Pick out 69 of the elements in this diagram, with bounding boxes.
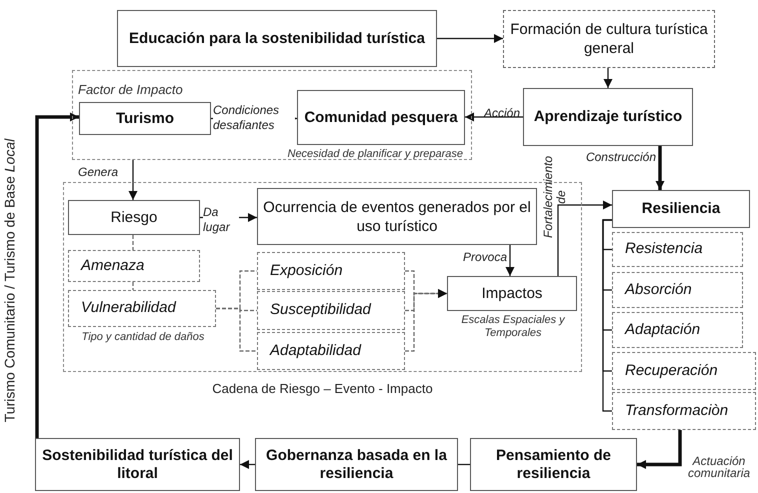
connector-line xyxy=(132,282,134,290)
arrow xyxy=(604,68,612,88)
process-box xyxy=(612,312,743,348)
process-box xyxy=(257,188,537,245)
box-label: Aprendizaje turístico xyxy=(534,108,682,126)
arrow xyxy=(557,200,612,276)
box-label: Susceptibilidad xyxy=(269,300,372,320)
process-box xyxy=(257,291,405,330)
process-box xyxy=(503,10,715,68)
arrow xyxy=(35,112,79,438)
connector-line xyxy=(458,464,470,466)
box-label: Recuperación xyxy=(624,360,719,381)
box-label: Amenaza xyxy=(79,256,146,276)
box-label: Gobernanza basada en la resiliencia xyxy=(265,446,448,482)
edge-label: Da lugar xyxy=(203,205,239,235)
edge-label: Actuación comunitaria xyxy=(688,455,750,479)
connector-line xyxy=(132,235,134,250)
edge-label: Genera xyxy=(78,164,120,181)
box-label: Adaptabilidad xyxy=(268,340,362,361)
box-label: Adaptación xyxy=(623,320,702,340)
box-label: Vulnerabilidad xyxy=(80,298,178,318)
edge-label: Construcción xyxy=(584,149,656,166)
process-box xyxy=(35,438,240,491)
arrow xyxy=(656,146,664,190)
arrow xyxy=(240,460,255,469)
process-box xyxy=(470,438,637,491)
process-box xyxy=(257,252,405,290)
side-note: Necesidad de planificar y preparase xyxy=(286,148,463,161)
process-box xyxy=(612,232,743,267)
process-box xyxy=(255,438,458,491)
connector-line xyxy=(216,308,257,352)
box-label: Absorción xyxy=(623,280,693,300)
arrow xyxy=(437,34,503,43)
arrow xyxy=(128,160,138,200)
box-label: Exposición xyxy=(269,260,344,281)
box-label: Educación para la sostenibilidad turística xyxy=(129,30,425,48)
box-label: Resistencia xyxy=(624,239,704,260)
process-box xyxy=(523,88,693,146)
edge-label: Fortalecimiento de xyxy=(542,154,568,240)
side-note: Tipo y cantidad de daños xyxy=(80,331,206,344)
box-label: Pensamiento de resiliencia xyxy=(494,446,612,482)
edge-label: Provoca xyxy=(462,249,507,266)
process-box xyxy=(68,250,200,282)
process-box xyxy=(257,332,405,370)
process-box xyxy=(612,392,756,430)
process-box xyxy=(612,272,743,308)
connector-line xyxy=(602,219,612,412)
box-label: Comunidad pesquera xyxy=(304,108,458,126)
arrow xyxy=(465,112,523,122)
box-label: Sostenibilidad turística del litoral xyxy=(41,446,234,482)
process-box xyxy=(612,352,756,390)
box-label: Riesgo xyxy=(110,208,158,227)
side-note: Escalas Espaciales y Temporales xyxy=(460,314,566,340)
side-note: Factor de Impacto xyxy=(78,83,184,96)
box-label: Formación de cultura turística general xyxy=(509,20,709,58)
process-box xyxy=(68,200,200,235)
edge-label: Acción xyxy=(482,105,520,122)
box-label: Resiliencia xyxy=(642,200,720,218)
process-box xyxy=(117,10,437,67)
arrow xyxy=(637,430,682,469)
edge-label: Turismo Comunitario / Turismo de Base Local xyxy=(0,138,18,424)
arrow xyxy=(405,289,447,352)
box-label: Impactos xyxy=(482,284,542,303)
process-box xyxy=(612,190,750,228)
box-label: Ocurrencia de eventos generados por el uso turístico xyxy=(262,198,532,236)
box-label: Turismo xyxy=(116,110,174,128)
box-label: Transformaciòn xyxy=(624,400,730,421)
group-caption: Cadena de Riesgo – Evento - Impacto xyxy=(211,380,434,398)
arrow xyxy=(506,245,514,276)
